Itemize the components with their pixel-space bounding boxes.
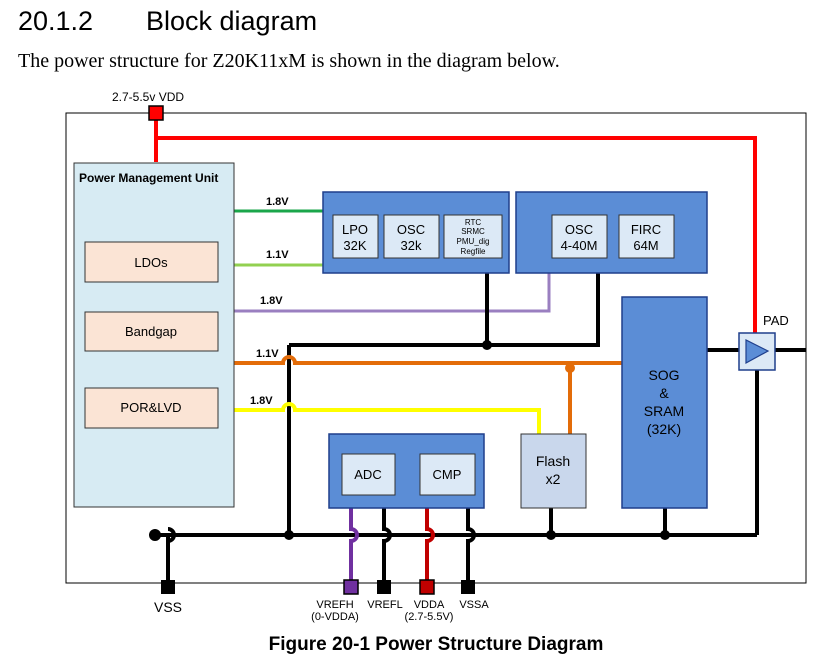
- ldos-label: LDOs: [134, 255, 168, 270]
- vdda-label: VDDA: [414, 599, 445, 611]
- vssa-line: [466, 508, 476, 587]
- firc-block: [618, 214, 675, 259]
- vdd-label: 2.7-5.5v VDD: [112, 90, 184, 104]
- vrefl-line: [382, 508, 392, 587]
- vssa-label: VSSA: [459, 599, 489, 611]
- vrefl-pin: [377, 580, 391, 594]
- section-number: 20.1.2: [18, 6, 94, 36]
- osc-group-2: [515, 191, 708, 274]
- osc32k-block: [383, 214, 440, 259]
- adc-label: ADC: [354, 467, 381, 482]
- vssa-pin: [461, 580, 475, 594]
- buffer-icon: [745, 339, 770, 365]
- junction-dot: [284, 530, 294, 540]
- osc4-40m-label: OSC: [565, 222, 593, 237]
- ldos-block: [84, 241, 219, 283]
- firc-freq: 64M: [633, 238, 658, 253]
- flash-label: Flash: [536, 453, 570, 469]
- sog-label: SOG: [648, 367, 679, 383]
- firc-label: FIRC: [631, 222, 661, 237]
- rail-label-1: 1.8V: [266, 196, 289, 208]
- junction-dot: [482, 340, 492, 350]
- vrefh-range: (0-VDDA): [311, 611, 359, 623]
- rail-label-3: 1.8V: [260, 295, 283, 307]
- rail-line-1v1-sog: [234, 355, 622, 365]
- osc32k-freq: 32k: [401, 238, 422, 253]
- cmp-label: CMP: [433, 467, 462, 482]
- srmc-label: SRMC: [461, 227, 485, 236]
- bandgap-label: Bandgap: [125, 324, 177, 339]
- intro-text: The power structure for Z20K11xM is show…: [18, 50, 560, 72]
- vdda-range: (2.7-5.5V): [405, 611, 454, 623]
- osc4-40m-freq: 4-40M: [561, 238, 598, 253]
- vrefh-pin: [343, 579, 359, 595]
- vdda-line: [425, 508, 435, 587]
- junction-dot: [546, 530, 556, 540]
- sog-amp: &: [659, 385, 669, 401]
- junction-dot: [660, 530, 670, 540]
- rail-label-5: 1.8V: [250, 395, 273, 407]
- vss-label: VSS: [154, 599, 182, 615]
- sog-sram-block: [621, 296, 708, 509]
- rail-line-1v8-flash: [234, 402, 541, 434]
- rail-label-4: 1.1V: [256, 348, 279, 360]
- vrefh-label: VREFH: [316, 599, 353, 611]
- osc4-40m-block: [551, 214, 608, 259]
- sram-size: (32K): [647, 421, 681, 437]
- pmu-title: Power Management Unit: [79, 171, 218, 185]
- rtc-label: RTC: [465, 218, 482, 227]
- lpo-block: [332, 214, 379, 259]
- vdd-pin: [148, 105, 164, 121]
- junction-dot: [149, 529, 161, 541]
- ground-line-osc2: [289, 273, 600, 347]
- pad-label: PAD: [763, 313, 789, 328]
- flash-block: [520, 433, 587, 509]
- regfile-label: Regfile: [461, 247, 486, 256]
- adc-block: [341, 453, 396, 496]
- figure-caption: Figure 20-1 Power Structure Diagram: [269, 634, 604, 655]
- porlvd-block: [84, 387, 219, 429]
- lpo-freq: 32K: [343, 238, 366, 253]
- vrefh-line: [349, 508, 359, 587]
- osc32k-label: OSC: [397, 222, 425, 237]
- sram-label: SRAM: [644, 403, 684, 419]
- junction-dot: [565, 363, 575, 373]
- rail-line-1v8-osc: [234, 272, 551, 313]
- section-title: Block diagram: [146, 6, 318, 36]
- cmp-block: [419, 453, 476, 496]
- pmu-dig-label: PMU_dig: [457, 237, 490, 246]
- rtc-block: [443, 214, 503, 259]
- section-heading: 20.1.2 Block diagram: [18, 6, 317, 37]
- vrefl-label: VREFL: [367, 599, 402, 611]
- bandgap-block: [84, 311, 219, 352]
- flash-count: x2: [546, 471, 561, 487]
- vss-hop: [167, 527, 176, 543]
- porlvd-label: POR&LVD: [120, 400, 181, 415]
- vdda-pin: [419, 579, 435, 595]
- lpo-label: LPO: [342, 222, 368, 237]
- vss-pin: [161, 580, 175, 594]
- rail-label-2: 1.1V: [266, 249, 289, 261]
